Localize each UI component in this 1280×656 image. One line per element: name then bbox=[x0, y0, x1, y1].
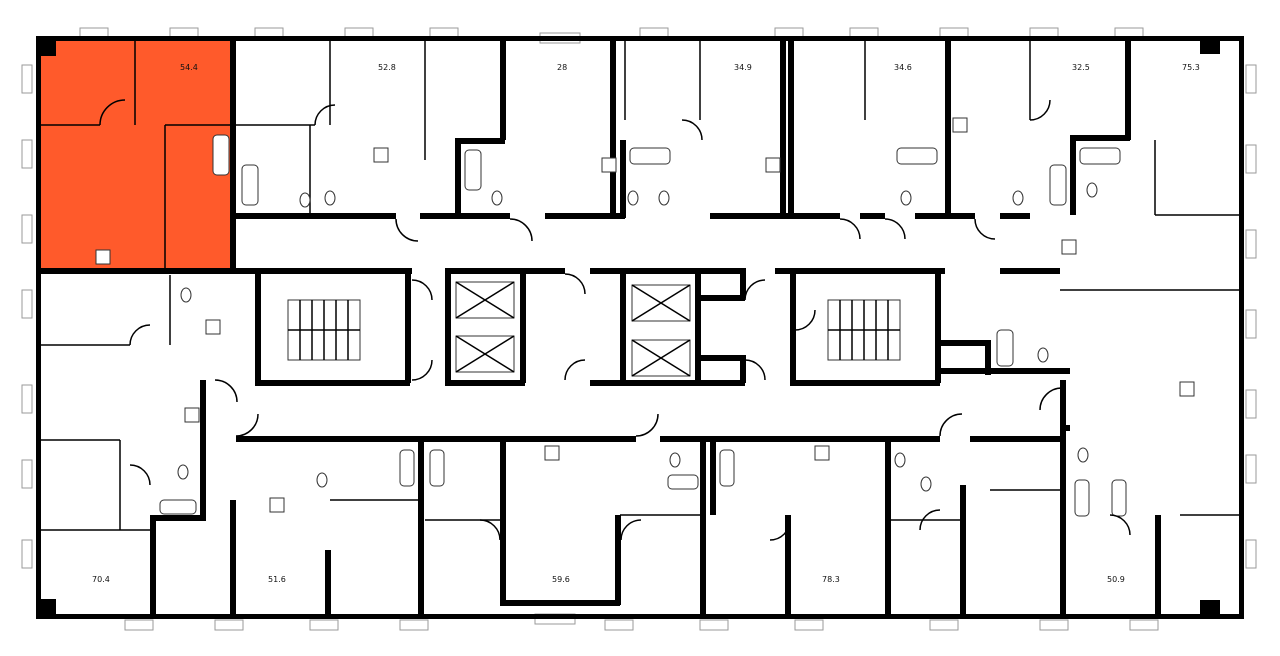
bathtub-icon bbox=[159, 134, 1127, 517]
toilet-icon bbox=[177, 182, 1098, 492]
apartment-area-label: 51.6 bbox=[268, 575, 286, 584]
apartment-34-9[interactable] bbox=[616, 40, 780, 213]
apartment-34-6[interactable] bbox=[794, 40, 945, 213]
area-labels: 54.4 52.8 28 34.9 34.6 32.5 75.3 70.4 51… bbox=[92, 63, 1200, 584]
thin-partitions bbox=[40, 40, 1240, 531]
apartment-50-9[interactable] bbox=[1066, 380, 1239, 614]
apartment-area-label: 70.4 bbox=[92, 575, 110, 584]
apartment-area-label: 50.9 bbox=[1107, 575, 1125, 584]
interior-walls bbox=[40, 40, 1161, 615]
apartment-54-4[interactable] bbox=[40, 40, 230, 268]
apartment-59-6[interactable] bbox=[424, 442, 615, 602]
apartment-area-label: 52.8 bbox=[378, 63, 396, 72]
apartment-70-4[interactable] bbox=[40, 274, 200, 614]
apartment-area-label: 78.3 bbox=[822, 575, 840, 584]
apartment-area-label: 28 bbox=[557, 63, 567, 72]
apartment-75-3[interactable] bbox=[1131, 40, 1239, 290]
apartment-78-3[interactable] bbox=[706, 442, 960, 614]
apartment-area-label: 34.6 bbox=[894, 63, 912, 72]
door-swings bbox=[99, 99, 1131, 541]
apartment-area-label: 75.3 bbox=[1182, 63, 1200, 72]
apartment-area-label: 32.5 bbox=[1072, 63, 1090, 72]
apartment-52-8[interactable] bbox=[236, 40, 500, 213]
apartment-area-label: 34.9 bbox=[734, 63, 752, 72]
apartment-area-label: 54.4 bbox=[180, 63, 198, 72]
stair-icon bbox=[287, 299, 901, 361]
apartment-32-5[interactable] bbox=[951, 40, 1125, 213]
apartment-area-label: 59.6 bbox=[552, 575, 570, 584]
outer-walls bbox=[36, 36, 1244, 619]
elevator-icon bbox=[455, 281, 691, 377]
stove-icon bbox=[95, 117, 1195, 513]
apartment-51-6[interactable] bbox=[206, 442, 418, 614]
